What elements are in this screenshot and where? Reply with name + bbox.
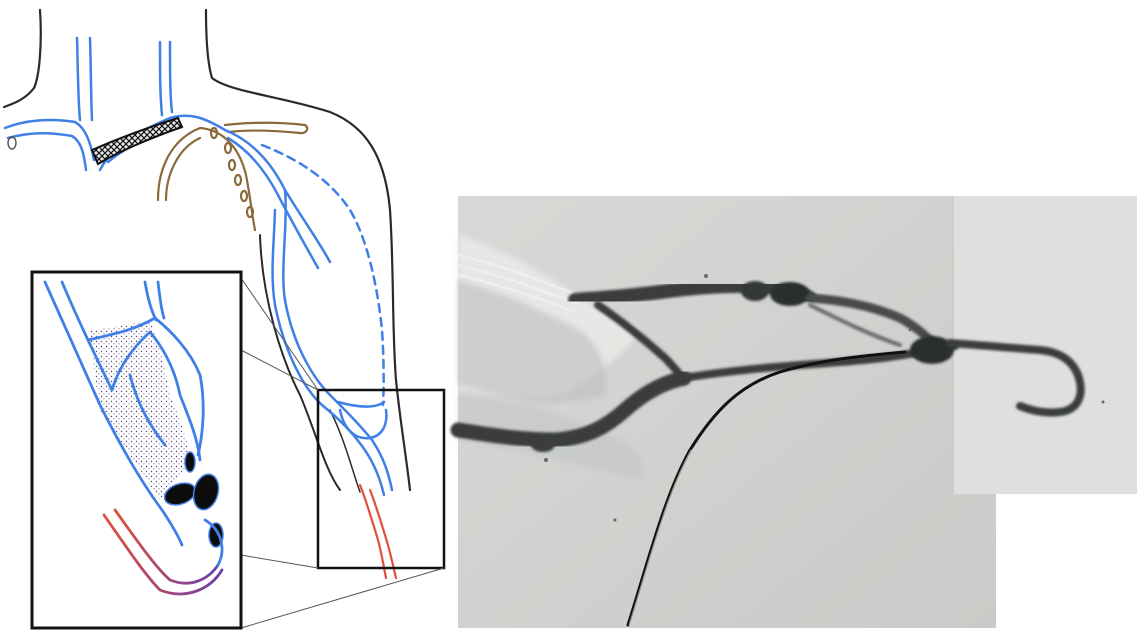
arm-veins xyxy=(225,130,392,495)
neck-veins xyxy=(77,38,172,120)
inset-magnified-anastomosis xyxy=(32,272,241,628)
fluoroscopy-venogram xyxy=(458,196,1137,628)
artery xyxy=(360,485,396,578)
zoom-connectors xyxy=(241,278,444,628)
